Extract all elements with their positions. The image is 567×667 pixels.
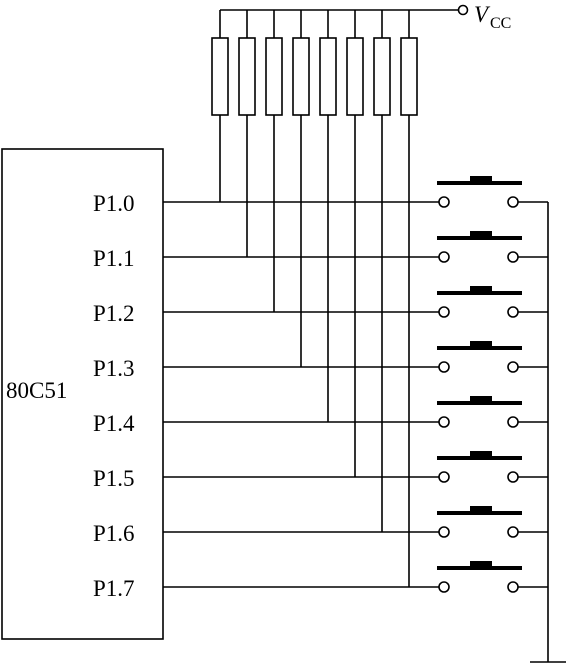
pin-labels: P1.0P1.1P1.2P1.3P1.4P1.5P1.6P1.7 bbox=[93, 191, 135, 601]
switch-contact-right bbox=[507, 251, 519, 263]
switch-contact-left bbox=[438, 471, 450, 483]
switch-button-cap bbox=[470, 561, 492, 568]
switch-contact-left bbox=[438, 361, 450, 373]
pin-label: P1.6 bbox=[93, 521, 135, 546]
pull-up-resistors bbox=[211, 10, 418, 587]
switch-contact-left bbox=[438, 306, 450, 318]
resistor bbox=[373, 37, 391, 116]
pin-label: P1.7 bbox=[93, 576, 135, 601]
switch-button-cap bbox=[470, 341, 492, 348]
switch-contact-right bbox=[507, 196, 519, 208]
push-button bbox=[437, 561, 548, 593]
switch-contact-left bbox=[438, 196, 450, 208]
chip-80c51-body bbox=[1, 148, 164, 640]
pin-label: P1.3 bbox=[93, 356, 135, 381]
push-button bbox=[437, 506, 548, 538]
pin-label: P1.4 bbox=[93, 411, 135, 436]
resistor bbox=[238, 37, 256, 116]
switch-contact-right bbox=[507, 581, 519, 593]
push-button bbox=[437, 396, 548, 428]
pin-label: P1.1 bbox=[93, 246, 135, 271]
switch-button-cap bbox=[470, 506, 492, 513]
vcc-terminal-circle bbox=[457, 4, 469, 16]
switch-contact-left bbox=[438, 251, 450, 263]
pin-label: P1.2 bbox=[93, 301, 135, 326]
chip-label: 80C51 bbox=[6, 378, 67, 403]
pin-label: P1.5 bbox=[93, 466, 135, 491]
switch-button-cap bbox=[470, 286, 492, 293]
push-button bbox=[437, 286, 548, 318]
switch-contact-left bbox=[438, 581, 450, 593]
switch-contact-right bbox=[507, 526, 519, 538]
switch-contact-right bbox=[507, 471, 519, 483]
push-button bbox=[437, 451, 548, 483]
push-button bbox=[437, 231, 548, 263]
switch-button-cap bbox=[470, 451, 492, 458]
vcc-terminal: V CC bbox=[220, 2, 511, 32]
resistor bbox=[319, 37, 337, 116]
vcc-subscript: CC bbox=[490, 15, 511, 32]
pin-label: P1.0 bbox=[93, 191, 135, 216]
push-button bbox=[437, 176, 548, 208]
switch-button-cap bbox=[470, 396, 492, 403]
resistor bbox=[292, 37, 310, 116]
vcc-label: V bbox=[474, 2, 491, 27]
switch-contact-left bbox=[438, 526, 450, 538]
push-buttons bbox=[437, 176, 548, 593]
resistor bbox=[346, 37, 364, 116]
switch-contact-right bbox=[507, 416, 519, 428]
switch-contact-left bbox=[438, 416, 450, 428]
switch-contact-right bbox=[507, 361, 519, 373]
push-button bbox=[437, 341, 548, 373]
switch-button-cap bbox=[470, 231, 492, 238]
switch-button-cap bbox=[470, 176, 492, 183]
resistor bbox=[265, 37, 283, 116]
switch-contact-right bbox=[507, 306, 519, 318]
resistor bbox=[211, 37, 229, 116]
resistor bbox=[400, 37, 418, 116]
signal-wires bbox=[163, 201, 439, 588]
ground bbox=[530, 202, 566, 663]
